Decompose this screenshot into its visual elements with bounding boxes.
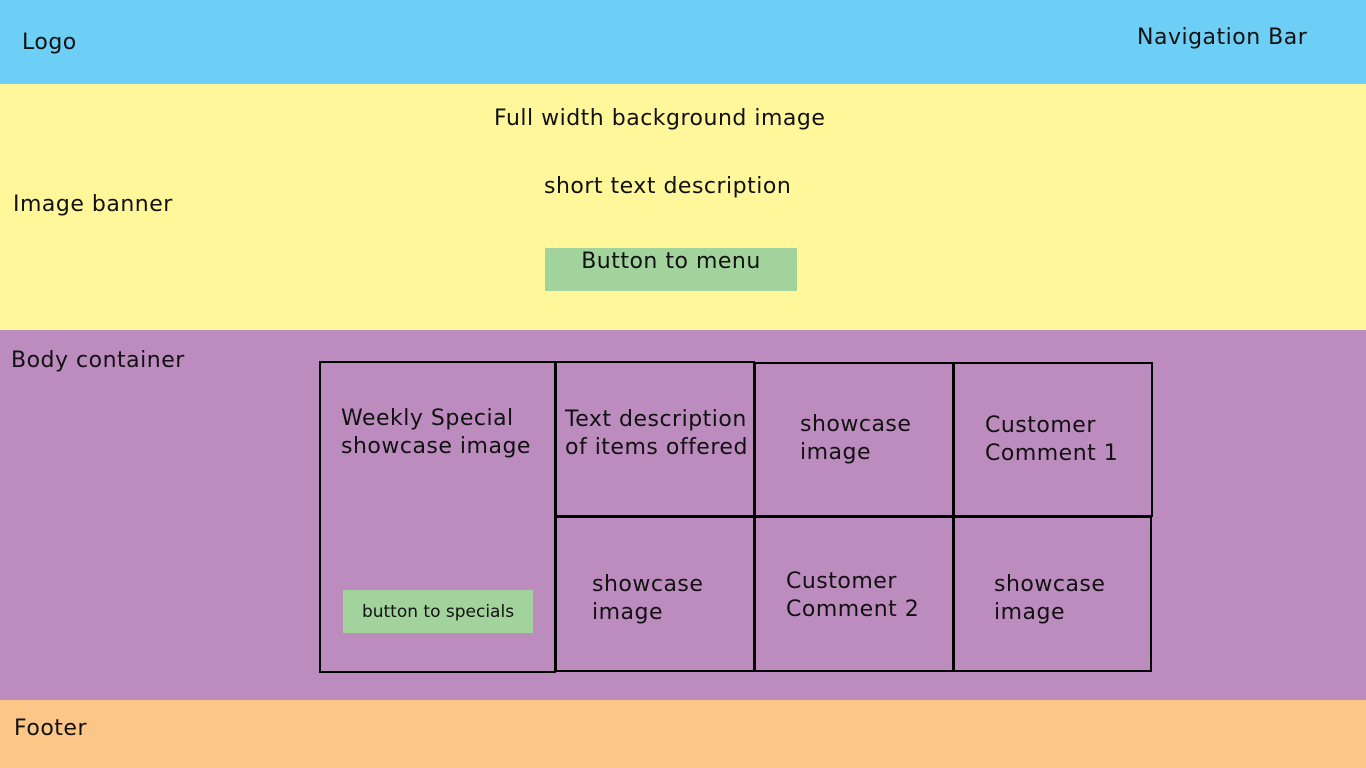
image-banner: Image banner Full width background image… [0,84,1366,330]
specials-button[interactable]: button to specials [343,590,533,633]
customer-comment-1: Customer Comment 1 [985,413,1119,466]
navigation-bar: Logo Navigation Bar [0,0,1366,84]
text-description: Text description of items offered [565,407,748,460]
menu-button[interactable]: Button to menu [545,248,797,291]
showcase-cell-1: showcase image [754,362,954,517]
logo[interactable]: Logo [22,30,77,55]
text-description-cell: Text description of items offered [555,361,755,517]
body-container: Body container Weekly Special showcase i… [0,330,1366,700]
weekly-special-cell: Weekly Special showcase image button to … [319,361,556,673]
navigation-bar-label[interactable]: Navigation Bar [1137,25,1308,50]
specials-button-label: button to specials [361,601,515,622]
banner-description: short text description [544,174,792,199]
footer-label: Footer [14,716,87,741]
customer-comment-cell-1: Customer Comment 1 [953,362,1153,517]
banner-background-label: Full width background image [494,106,826,131]
customer-comment-2: Customer Comment 2 [786,569,920,622]
showcase-cell-3: showcase image [953,516,1152,672]
menu-button-label: Button to menu [581,249,761,274]
image-banner-label: Image banner [13,192,173,217]
showcase-text-3: showcase image [994,572,1106,625]
showcase-cell-2: showcase image [555,516,755,672]
weekly-special-text: Weekly Special showcase image [341,406,531,459]
showcase-text-2: showcase image [592,572,704,625]
footer: Footer [0,700,1366,768]
body-container-label: Body container [11,348,185,373]
showcase-text-1: showcase image [800,412,912,465]
customer-comment-cell-2: Customer Comment 2 [754,516,954,672]
